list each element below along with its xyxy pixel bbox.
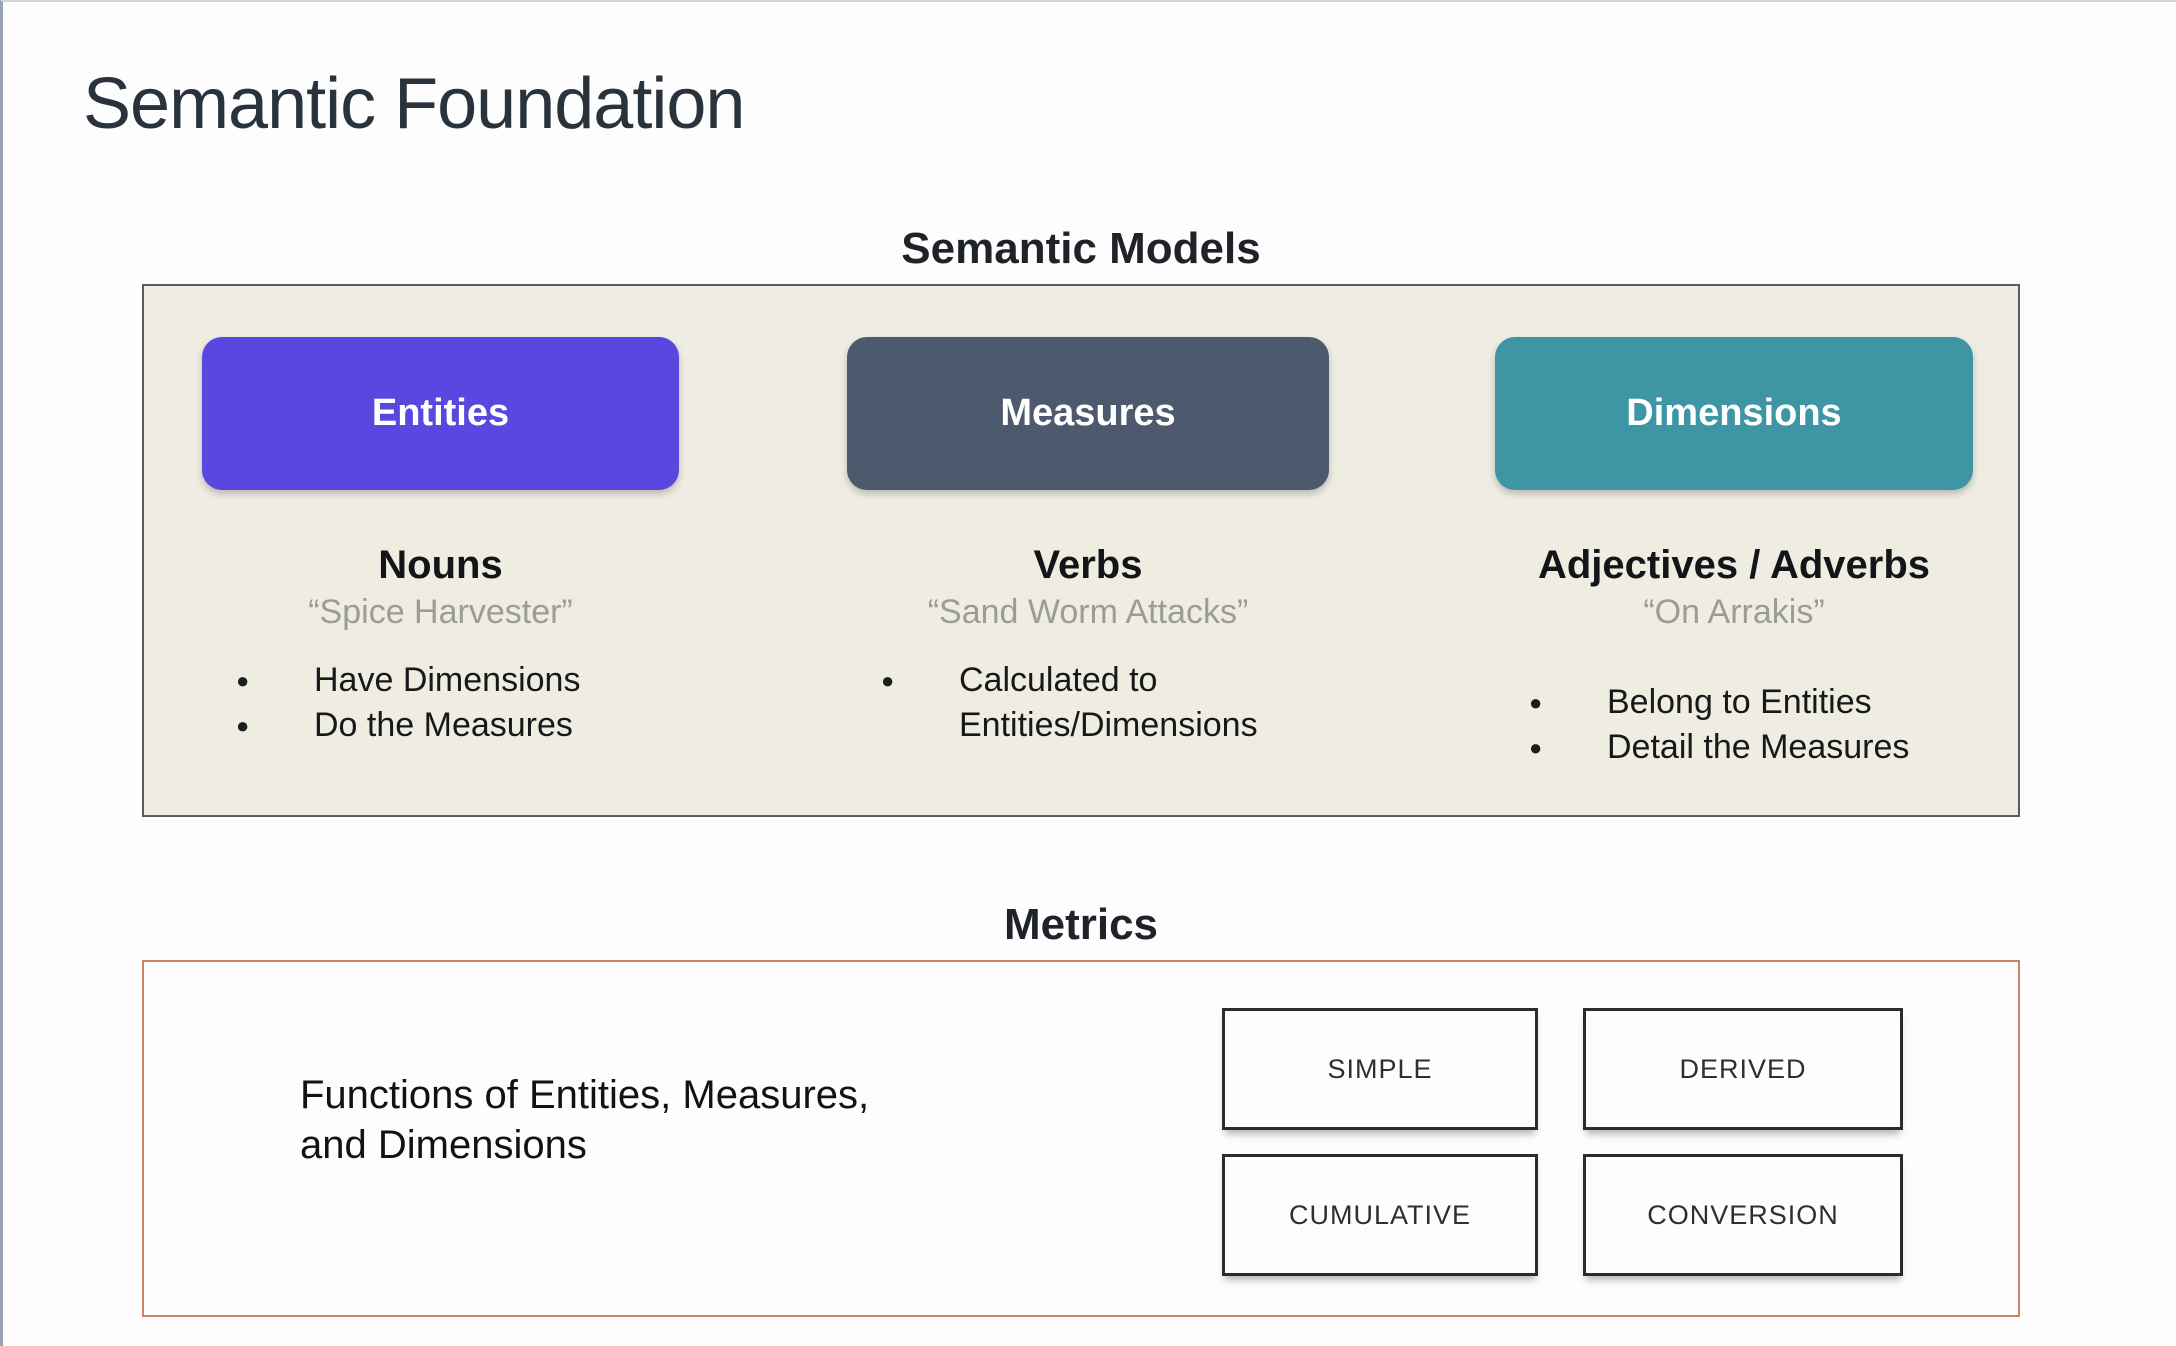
dimensions-quote: “On Arrakis” bbox=[1643, 593, 1825, 631]
metric-type-derived: DERIVED bbox=[1583, 1008, 1903, 1130]
entities-subhead: Nouns bbox=[378, 543, 503, 587]
bullet-label: Calculated to Entities/Dimensions bbox=[959, 661, 1258, 744]
metric-type-conversion: CONVERSION bbox=[1583, 1154, 1903, 1276]
list-item: ● Detail the Measures bbox=[1529, 725, 1909, 770]
metrics-label: Metrics bbox=[1003, 900, 1159, 949]
metrics-description-line2: and Dimensions bbox=[300, 1123, 587, 1167]
measures-quote: “Sand Worm Attacks” bbox=[927, 593, 1249, 631]
bullet-label: Belong to Entities bbox=[1607, 683, 1872, 721]
semantic-models-panel: Entities Nouns “Spice Harvester” ● Have … bbox=[142, 284, 2020, 817]
dimensions-column: Dimensions Adjectives / Adverbs “On Arra… bbox=[1495, 286, 1973, 815]
entities-bullet-list: ● Have Dimensions ● Do the Measures bbox=[236, 658, 580, 748]
bullet-icon: ● bbox=[236, 668, 250, 693]
entities-box: Entities bbox=[202, 337, 679, 490]
bullet-label: Do the Measures bbox=[314, 706, 573, 744]
dimensions-bullet-list: ● Belong to Entities ● Detail the Measur… bbox=[1529, 680, 1909, 770]
entities-column: Entities Nouns “Spice Harvester” ● Have … bbox=[202, 286, 679, 815]
metric-type-simple: SIMPLE bbox=[1222, 1008, 1538, 1130]
metric-type-cumulative: CUMULATIVE bbox=[1222, 1154, 1538, 1276]
metrics-panel: Functions of Entities, Measures, and Dim… bbox=[142, 960, 2020, 1317]
list-item: ● Do the Measures bbox=[236, 703, 580, 748]
entities-quote: “Spice Harvester” bbox=[308, 593, 573, 631]
bullet-label: Detail the Measures bbox=[1607, 728, 1910, 766]
list-item: ● Have Dimensions bbox=[236, 658, 580, 703]
measures-box: Measures bbox=[847, 337, 1329, 490]
semantic-models-label: Semantic Models bbox=[901, 224, 1261, 273]
dimensions-subhead: Adjectives / Adverbs bbox=[1537, 543, 1930, 587]
bullet-icon: ● bbox=[236, 713, 250, 738]
bullet-icon: ● bbox=[881, 668, 895, 693]
list-item: ● Belong to Entities bbox=[1529, 680, 1909, 725]
list-item: ● Calculated to Entities/Dimensions bbox=[881, 658, 1304, 748]
dimensions-box: Dimensions bbox=[1495, 337, 1973, 490]
page-title: Semantic Foundation bbox=[83, 64, 745, 144]
bullet-icon: ● bbox=[1529, 690, 1543, 715]
metrics-description: Functions of Entities, Measures, and Dim… bbox=[300, 1070, 869, 1170]
bullet-label: Have Dimensions bbox=[314, 661, 581, 699]
measures-bullet-list: ● Calculated to Entities/Dimensions bbox=[881, 658, 1304, 748]
measures-column: Measures Verbs “Sand Worm Attacks” ● Cal… bbox=[847, 286, 1329, 815]
metrics-description-line1: Functions of Entities, Measures, bbox=[300, 1073, 870, 1117]
measures-subhead: Verbs bbox=[1033, 543, 1143, 587]
bullet-icon: ● bbox=[1529, 735, 1543, 760]
